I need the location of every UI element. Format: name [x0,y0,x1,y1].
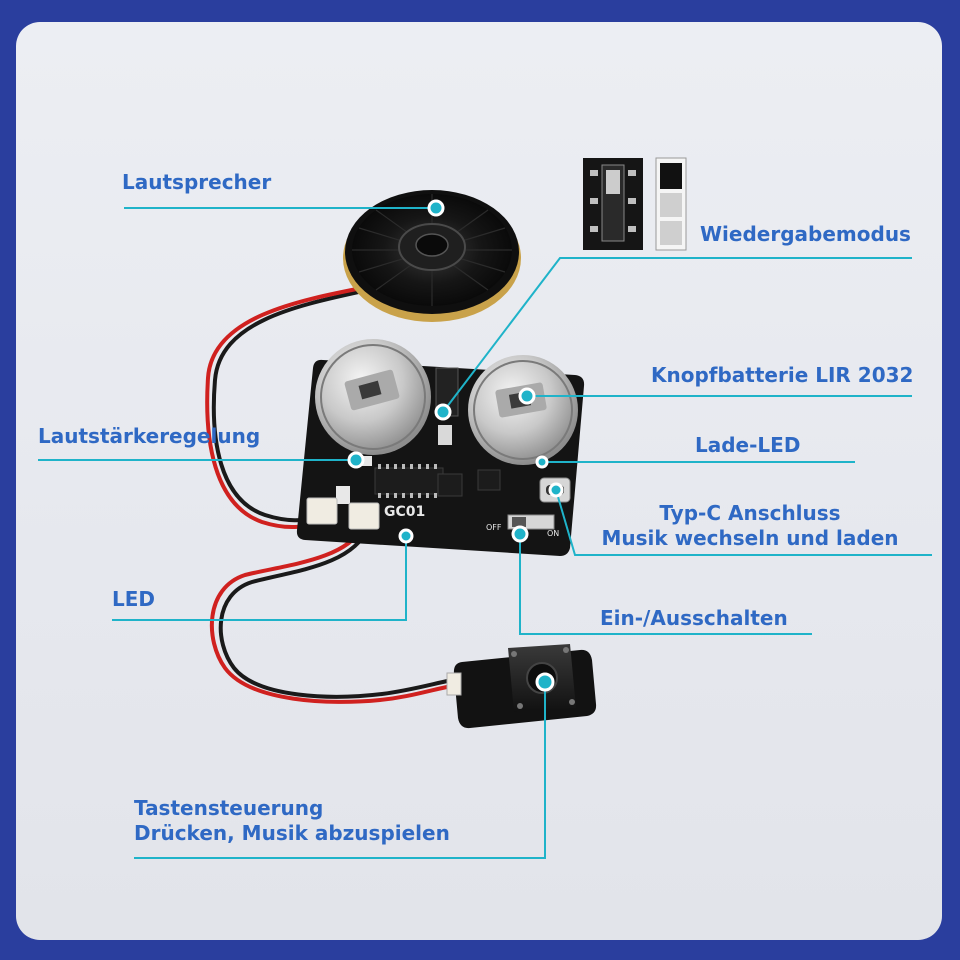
label-led: LED [112,587,156,611]
mode-switch-detail-image [583,158,643,250]
callout-dot-type-c [548,482,564,498]
speaker [343,190,521,322]
label-type-c-title: Typ-C Anschluss [659,501,841,525]
callout-dot-charging-led [535,455,549,469]
button-wires [209,526,454,704]
battery-holder-right [468,355,578,465]
label-type-c-subtitle: Musik wechseln und laden [601,526,899,550]
callout-dot-battery [518,387,536,405]
switch-on-marking: ON [547,529,559,538]
callout-line-power [519,534,812,635]
callout-line-led [112,536,407,621]
callout-line-playback-mode [442,257,912,413]
label-speaker: Lautsprecher [122,170,272,194]
label-power-switch: Ein-/Ausschalten [600,606,788,630]
callout-line-type-c [555,489,932,556]
label-key-control-title: Tastensteuerung [134,796,324,820]
battery-holder-left [315,339,431,455]
label-button-battery: Knopfbatterie LIR 2032 [651,363,914,387]
callout-dot-led [398,528,414,544]
label-key-control-subtitle: Drücken, Musik abzuspielen [134,821,450,845]
callout-dot-playback-mode [434,403,452,421]
callout-dot-power [511,525,529,543]
label-charging-led: Lade-LED [695,433,801,457]
callout-dots [347,199,564,692]
push-button-module [446,644,597,729]
callout-lines [38,207,932,859]
label-playback-mode: Wiedergabemodus [700,222,911,246]
callout-line-key [134,682,546,859]
sound-module-pcb: GC01 OFF ON [296,339,585,556]
mode-switch-position-indicator [655,157,687,251]
speaker-wires [205,284,374,530]
board-model-marking: GC01 [384,504,425,520]
callout-dot-speaker [427,199,445,217]
label-volume-control: Lautstärkeregelung [38,424,261,448]
callout-dot-volume [347,451,365,469]
switch-off-marking: OFF [486,523,502,532]
callout-dot-key [535,672,555,692]
